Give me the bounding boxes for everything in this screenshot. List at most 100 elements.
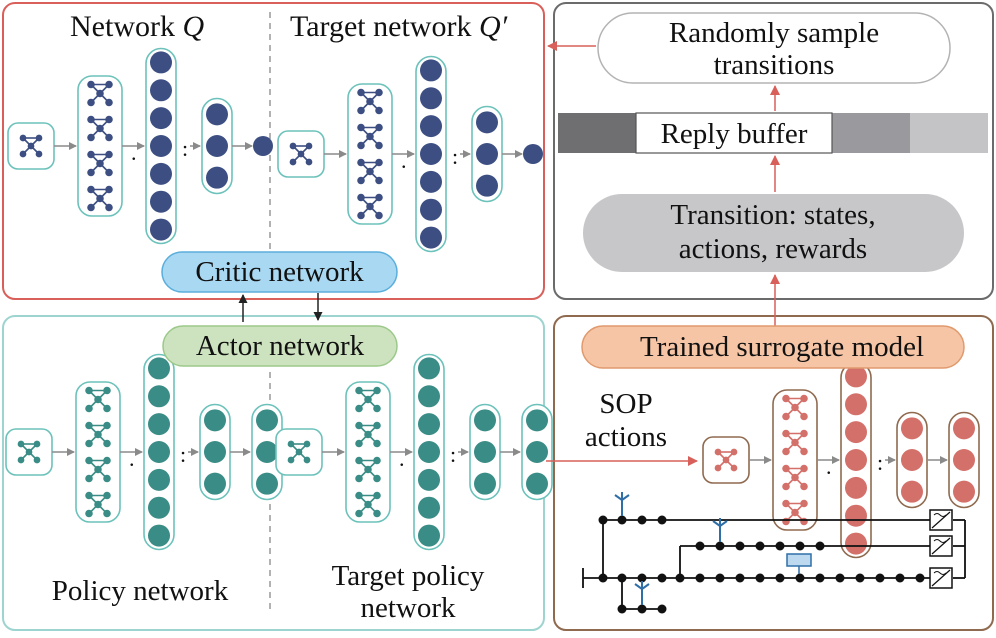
- net-node: [800, 464, 808, 473]
- surrogate-network-diagram: .:: [702, 361, 980, 559]
- ellipsis-colon: :: [182, 136, 188, 161]
- net-node: [355, 404, 363, 413]
- ellipsis-dot: .: [129, 446, 135, 471]
- net-node: [373, 386, 381, 395]
- net-node: [87, 203, 95, 212]
- net-node: [373, 456, 381, 465]
- output-node: [523, 144, 543, 164]
- net-node: [204, 441, 226, 463]
- net-node: [355, 421, 363, 430]
- transition-pill: [583, 194, 964, 272]
- ellipsis-colon: :: [450, 442, 456, 467]
- net-node: [364, 395, 372, 404]
- net-node: [204, 409, 226, 432]
- net-node: [373, 439, 381, 448]
- ellipsis-colon: :: [452, 144, 458, 169]
- net-node: [800, 412, 808, 421]
- net-node: [357, 88, 365, 97]
- net-node: [845, 421, 867, 444]
- net-node: [782, 464, 790, 473]
- net-node: [150, 218, 172, 241]
- net-node: [366, 167, 374, 176]
- net-node: [375, 123, 383, 132]
- net-node: [420, 143, 442, 165]
- net-node: [85, 474, 93, 483]
- net-node: [418, 441, 440, 463]
- net-node: [476, 174, 498, 197]
- reply-buffer-label: Reply buffer: [661, 118, 808, 150]
- net-node: [800, 447, 808, 456]
- net-node: [420, 198, 442, 221]
- net-node: [476, 111, 498, 134]
- output-node: [526, 409, 548, 432]
- net-node: [474, 472, 496, 495]
- transition-line1: Transition: states,: [670, 199, 875, 231]
- grid-line: [931, 569, 951, 587]
- net-node: [357, 106, 365, 115]
- net-node: [800, 517, 808, 526]
- net-node: [355, 491, 363, 500]
- net-node: [85, 421, 93, 430]
- net-node: [33, 440, 41, 448]
- net-node: [33, 456, 41, 464]
- sop-actions-line2: actions: [585, 421, 667, 453]
- net-node: [375, 141, 383, 150]
- net-node: [85, 456, 93, 465]
- policy-network-label: Policy network: [52, 575, 229, 607]
- grid-node: [775, 573, 785, 583]
- net-node: [103, 404, 111, 413]
- output-node: [526, 441, 548, 463]
- net-node: [357, 123, 365, 132]
- buffer-segment-2: [832, 113, 910, 153]
- net-node: [87, 185, 95, 194]
- grid-node: [735, 541, 745, 551]
- ellipsis-dot: .: [401, 148, 407, 173]
- net-node: [94, 465, 102, 474]
- net-node: [87, 115, 95, 124]
- net-node: [800, 394, 808, 403]
- net-node: [87, 133, 95, 142]
- net-node: [105, 185, 113, 194]
- net-node: [357, 176, 365, 185]
- net-node: [418, 496, 440, 519]
- net-node: [148, 385, 170, 408]
- net-node: [105, 150, 113, 159]
- policy-network-diagram: .:: [5, 353, 283, 551]
- net-node: [96, 194, 104, 203]
- sample-transitions-line1: Randomly sample: [669, 17, 879, 49]
- net-node: [373, 404, 381, 413]
- net-node: [206, 135, 228, 157]
- target-network-q-title: Target network Q′: [290, 10, 508, 43]
- wind-turbine-icon: [634, 581, 650, 590]
- net-node: [206, 166, 228, 189]
- sample-transitions-box: [597, 12, 951, 84]
- grid-node: [637, 573, 647, 583]
- net-node: [150, 107, 172, 130]
- grid-node: [795, 573, 805, 583]
- net-node: [375, 176, 383, 185]
- grid-line: [931, 511, 951, 529]
- net-node: [418, 413, 440, 436]
- wind-turbine-icon: [712, 518, 728, 527]
- net-node: [357, 211, 365, 220]
- net-node: [35, 134, 43, 142]
- net-node: [85, 491, 93, 500]
- net-node: [105, 98, 113, 107]
- net-node: [845, 476, 867, 499]
- net-node: [27, 142, 35, 150]
- net-node: [103, 491, 111, 500]
- net-node: [901, 480, 923, 503]
- net-node: [94, 395, 102, 404]
- net-node: [148, 441, 170, 463]
- grid-node: [875, 573, 885, 583]
- net-node: [148, 496, 170, 519]
- net-node: [730, 464, 738, 472]
- net-node: [150, 135, 172, 157]
- net-node: [714, 464, 722, 472]
- network-q-title: Network Q: [70, 10, 204, 43]
- net-node: [96, 159, 104, 168]
- wind-turbine-icon: [614, 492, 630, 501]
- grid-node: [815, 573, 825, 583]
- net-node: [150, 190, 172, 213]
- net-node: [782, 482, 790, 491]
